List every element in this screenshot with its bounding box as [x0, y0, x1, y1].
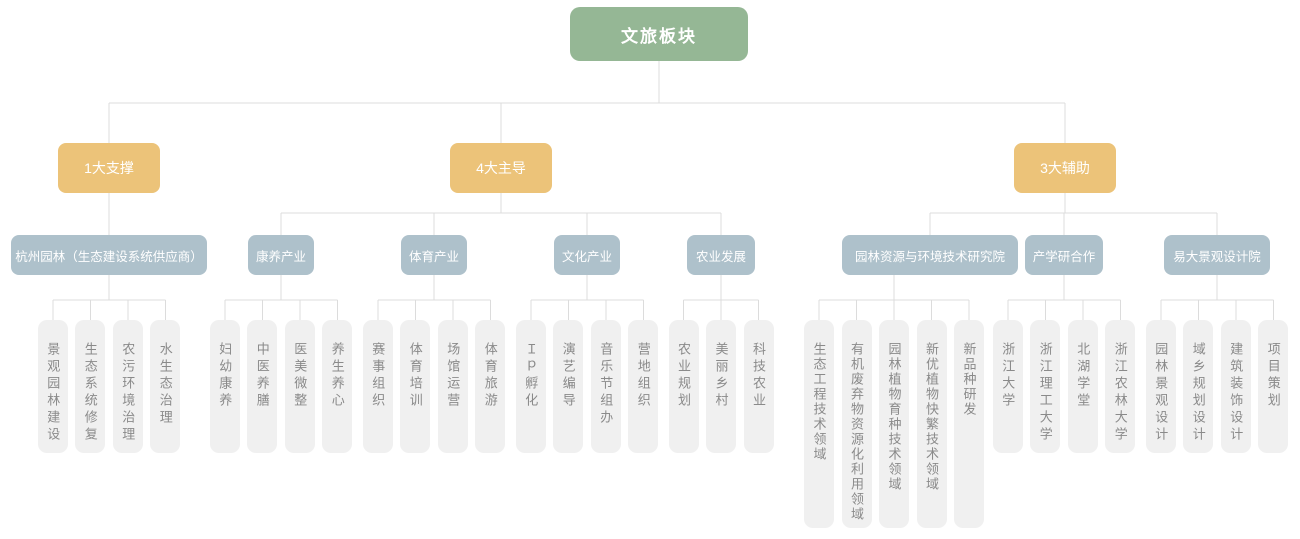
- node-leaf: 生态工程技术领域: [804, 320, 834, 528]
- leaf-label: 建筑装饰设计: [1228, 342, 1244, 444]
- node-leaf: 体育旅游: [475, 320, 506, 453]
- node-leaf: 生态系统修复: [75, 320, 106, 453]
- node-group: 农业发展: [687, 235, 755, 275]
- node-leaf: 体育培训: [400, 320, 431, 453]
- node-branch-1: 1大支撑: [58, 143, 160, 193]
- leaf-label: 农业规划: [676, 342, 691, 410]
- node-leaf: 园林景观设计: [1145, 320, 1176, 453]
- node-leaf: 营地组织: [628, 320, 659, 453]
- node-leaf: 中医养膳: [247, 320, 278, 453]
- node-leaf: 农业规划: [668, 320, 699, 453]
- leaf-label: 新品种研发: [961, 342, 977, 417]
- node-leaf: 域乡规划设计: [1183, 320, 1214, 453]
- leaf-label: 音乐节组办: [598, 342, 614, 427]
- leaf-label: 浙江大学: [1000, 342, 1016, 410]
- leaf-label: 景观园林建设: [45, 342, 61, 444]
- leaf-label: 体育旅游: [482, 342, 498, 410]
- leaf-label: 浙江理工大学: [1037, 342, 1053, 444]
- node-leaf: 养生养心: [322, 320, 353, 453]
- node-group: 文化产业: [554, 235, 620, 275]
- node-leaf: 园林植物育种技术领域: [879, 320, 909, 528]
- leaf-label: 生态工程技术领域: [811, 342, 827, 462]
- node-leaf: 水生态治理: [150, 320, 181, 453]
- leaf-label: 生态系统修复: [82, 342, 98, 444]
- node-group: 易大景观设计院: [1164, 235, 1270, 275]
- leaf-label: 新优植物快繁技术领域: [924, 342, 939, 492]
- leaf-label: 营地组织: [635, 342, 651, 410]
- leaf-label: 水生态治理: [157, 342, 173, 427]
- node-leaf: Ｉｐ孵化: [515, 320, 546, 453]
- leaf-label: 美丽乡村: [713, 342, 729, 410]
- node-leaf: 赛事组织: [362, 320, 393, 453]
- node-leaf: 新优植物快繁技术领域: [916, 320, 947, 528]
- leaf-label: 园林景观设计: [1153, 342, 1169, 444]
- node-group: 杭州园林（生态建设系统供应商）: [11, 235, 207, 275]
- node-leaf: 科技农业: [743, 320, 774, 453]
- leaf-label: 场馆运营: [445, 342, 461, 410]
- leaf-label: 农污环境治理: [120, 342, 136, 444]
- leaf-label: 演艺编导: [560, 342, 576, 410]
- node-leaf: 项目策划: [1258, 320, 1289, 453]
- node-root: 文旅板块: [570, 7, 748, 61]
- node-leaf: 妇幼康养: [209, 320, 240, 453]
- node-leaf: 农污环境治理: [112, 320, 143, 453]
- leaf-label: 园林植物育种技术领域: [886, 342, 902, 492]
- node-group: 体育产业: [401, 235, 467, 275]
- leaf-label: 科技农业: [751, 342, 766, 410]
- leaf-label: 妇幼康养: [217, 342, 233, 410]
- node-leaf: 有机废弃物资源化利用领域: [841, 320, 872, 528]
- node-leaf: 北湖学堂: [1067, 320, 1098, 453]
- node-leaf: 浙江理工大学: [1030, 320, 1061, 453]
- node-leaf: 景观园林建设: [37, 320, 68, 453]
- leaf-label: Ｉｐ孵化: [523, 342, 539, 410]
- node-leaf: 新品种研发: [954, 320, 984, 528]
- leaf-label: 中医养膳: [254, 342, 270, 410]
- leaf-label: 北湖学堂: [1075, 342, 1091, 410]
- node-leaf: 建筑装饰设计: [1220, 320, 1251, 453]
- node-group: 产学研合作: [1025, 235, 1103, 275]
- node-leaf: 演艺编导: [553, 320, 584, 453]
- node-leaf: 场馆运营: [437, 320, 468, 453]
- node-group: 康养产业: [248, 235, 314, 275]
- node-branch-3: 3大辅助: [1014, 143, 1116, 193]
- node-group: 园林资源与环境技术研究院: [842, 235, 1018, 275]
- node-leaf: 浙江农林大学: [1105, 320, 1136, 453]
- leaf-label: 赛事组织: [370, 342, 386, 410]
- leaf-label: 项目策划: [1265, 342, 1281, 410]
- node-leaf: 美丽乡村: [706, 320, 736, 453]
- leaf-label: 域乡规划设计: [1190, 342, 1206, 444]
- leaf-label: 养生养心: [329, 342, 345, 410]
- node-branch-2: 4大主导: [450, 143, 552, 193]
- node-leaf: 音乐节组办: [590, 320, 621, 453]
- leaf-label: 浙江农林大学: [1112, 342, 1128, 444]
- leaf-label: 有机废弃物资源化利用领域: [849, 342, 864, 522]
- node-leaf: 浙江大学: [992, 320, 1023, 453]
- node-leaf: 医美微整: [284, 320, 315, 453]
- leaf-label: 医美微整: [292, 342, 308, 410]
- leaf-label: 体育培训: [407, 342, 423, 410]
